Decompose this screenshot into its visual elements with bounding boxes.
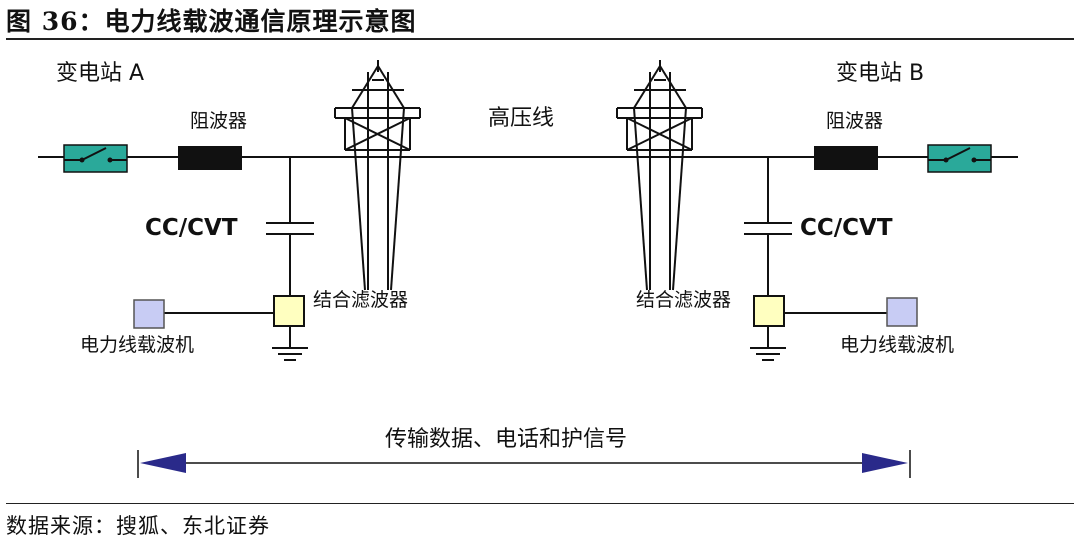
coupling-filter-right-label: 结合滤波器	[636, 289, 731, 311]
cc-cvt-right-label: CC/CVT	[800, 215, 893, 241]
title-divider	[6, 38, 1074, 40]
figure-source: 数据来源：搜狐、东北证券	[6, 514, 270, 538]
coupling-branch-right	[744, 157, 888, 361]
high-voltage-line-label: 高压线	[488, 106, 554, 131]
line-trap-right	[814, 146, 878, 170]
substation-b-label: 变电站 B	[836, 61, 924, 86]
tower-right	[616, 60, 703, 291]
switch-left	[63, 144, 128, 173]
transmission-arrow	[137, 450, 911, 478]
plc-machine-left-label: 电力线载波机	[80, 334, 194, 356]
coupling-filter-right	[753, 295, 785, 327]
plc-machine-right-label: 电力线载波机	[840, 334, 954, 356]
coupling-branch-left	[163, 157, 314, 361]
plc-machine-right	[886, 297, 918, 327]
transmission-label: 传输数据、电话和护信号	[385, 427, 627, 452]
line-trap-left-label: 阻波器	[190, 110, 247, 132]
switch-right	[927, 144, 992, 173]
line-trap-right-label: 阻波器	[826, 110, 883, 132]
coupling-filter-left	[273, 295, 305, 327]
line-trap-left	[178, 146, 242, 170]
cc-cvt-left-label: CC/CVT	[145, 215, 238, 241]
coupling-filter-left-label: 结合滤波器	[313, 289, 408, 311]
tower-left	[334, 60, 421, 291]
source-divider	[6, 503, 1074, 504]
figure-title: 图 36：电力线载波通信原理示意图	[6, 7, 417, 36]
substation-a-label: 变电站 A	[56, 61, 144, 86]
plc-machine-left	[133, 299, 165, 329]
